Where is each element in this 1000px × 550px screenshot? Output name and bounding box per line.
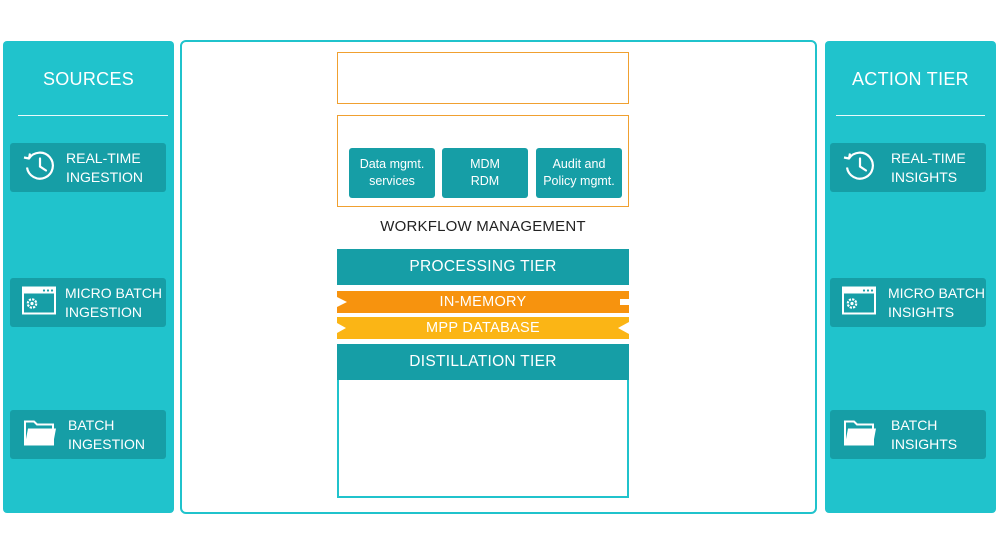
action-item-batch-insights[interactable]: BATCH INSIGHTS (830, 410, 986, 459)
action-item-label: BATCH INSIGHTS (891, 416, 958, 452)
workflow-management-label: WORKFLOW MANAGEMENT (380, 218, 586, 235)
clock-history-icon (842, 148, 876, 187)
data-mgmt-services-box[interactable]: Data mgmt. services (349, 148, 435, 198)
mpp-database-arrow-left (618, 322, 629, 334)
action-item-micro-batch-insights[interactable]: MICRO BATCH INSIGHTS (830, 278, 986, 327)
distillation-output-box (337, 380, 629, 498)
in-memory-arrow-in (337, 297, 347, 307)
action-item-real-time-insights[interactable]: REAL-TIME INSIGHTS (830, 143, 986, 192)
action-tier-title: ACTION TIER (852, 69, 969, 89)
action-item-label: MICRO BATCH INSIGHTS (888, 284, 985, 320)
browser-gear-icon (842, 285, 876, 320)
source-item-real-time-ingestion[interactable]: REAL-TIME INGESTION (10, 143, 166, 192)
in-memory-bar[interactable]: IN-MEMORY (337, 291, 629, 313)
action-tier-divider (836, 115, 985, 116)
folder-icon (22, 417, 58, 452)
services-box: Data mgmt. services MDM RDM Audit and Po… (337, 115, 629, 207)
sources-divider (18, 115, 168, 116)
sources-panel: SOURCES REAL-TIME INGESTION MICRO BATCH (3, 41, 174, 513)
distillation-tier-bar[interactable]: DISTILLATION TIER (337, 344, 629, 380)
source-item-label: REAL-TIME INGESTION (66, 149, 144, 185)
action-item-label: REAL-TIME INSIGHTS (891, 149, 966, 185)
top-orange-box (337, 52, 629, 104)
audit-policy-mgmt-box[interactable]: Audit and Policy mgmt. (536, 148, 622, 198)
source-item-label: BATCH INGESTION (68, 416, 146, 452)
action-tier-panel: ACTION TIER REAL-TIME INSIGHTS MICRO BAT (825, 41, 996, 513)
mpp-database-bar[interactable]: MPP DATABASE (337, 317, 629, 339)
source-item-batch-ingestion[interactable]: BATCH INGESTION (10, 410, 166, 459)
processing-tier-bar[interactable]: PROCESSING TIER (337, 249, 629, 285)
mdm-rdm-box[interactable]: MDM RDM (442, 148, 528, 198)
folder-icon (842, 417, 878, 452)
mpp-database-arrow-in (337, 323, 346, 333)
source-item-micro-batch-ingestion[interactable]: MICRO BATCH INGESTION (10, 278, 166, 327)
source-item-label: MICRO BATCH INGESTION (65, 284, 162, 320)
sources-title: SOURCES (42, 69, 135, 89)
clock-history-icon (22, 148, 56, 187)
in-memory-arrow-out (620, 299, 630, 305)
browser-gear-icon (22, 285, 56, 320)
